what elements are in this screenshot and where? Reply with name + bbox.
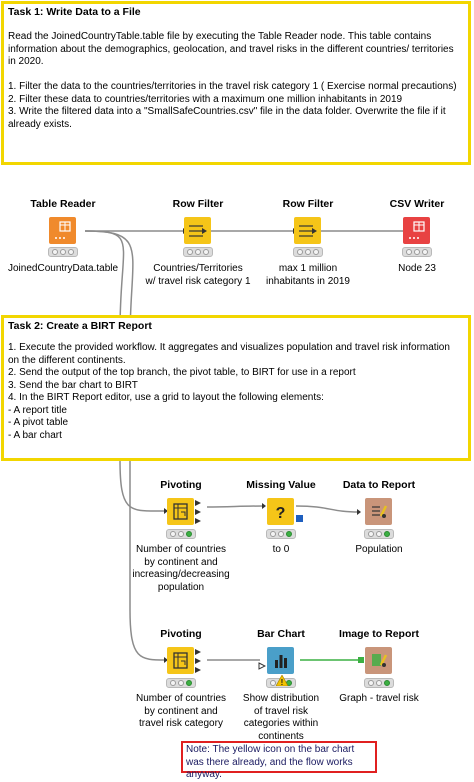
node-status-indicator	[166, 529, 196, 539]
bar-chart-icon	[267, 647, 294, 674]
model-output-port	[296, 515, 303, 522]
report-arrow-icon	[365, 498, 392, 525]
task2-body: 1. Execute the provided workflow. It agg…	[8, 342, 450, 441]
node-status-indicator	[266, 529, 296, 539]
table-grid-icon	[49, 217, 76, 244]
node-label: Show distribution of travel risk categor…	[242, 693, 320, 742]
node-title: Missing Value	[246, 479, 316, 491]
note-box: Note: The yellow icon on the bar chart w…	[181, 741, 377, 780]
output-ports	[195, 649, 201, 673]
pivot-table-icon	[167, 498, 194, 525]
node-label: max 1 million inhabitants in 2019	[266, 263, 350, 287]
node-title: Pivoting	[160, 479, 202, 491]
pivot-table-icon	[167, 647, 194, 674]
node-label: JoinedCountryData.table	[8, 263, 119, 274]
node-label: Number of countries by continent and inc…	[132, 544, 230, 593]
task2-title: Task 2: Create a BIRT Report	[8, 320, 152, 332]
node-title: Data to Report	[342, 479, 416, 491]
csv-table-icon	[403, 217, 430, 244]
node-label: Node 23	[398, 263, 436, 274]
node-title: Pivoting	[160, 628, 202, 640]
filter-arrow-icon	[184, 217, 211, 244]
filter-arrow-icon	[294, 217, 321, 244]
warning-icon: !	[276, 675, 288, 686]
node-label: Population	[355, 544, 403, 555]
node-status-indicator	[166, 678, 196, 688]
node-status-indicator	[364, 529, 394, 539]
node-title: Row Filter	[282, 198, 334, 210]
node-title: Row Filter	[172, 198, 224, 210]
question-mark-icon: ?	[267, 498, 294, 525]
wire-pivot1-to-missing	[206, 505, 265, 508]
node-title: CSV Writer	[389, 198, 445, 210]
node-label: to 0	[272, 544, 290, 555]
svg-text:?: ?	[276, 505, 286, 522]
task1-body: Read the JoinedCountryTable.table file b…	[8, 31, 457, 130]
input-port	[258, 662, 266, 670]
node-status-indicator	[183, 247, 213, 257]
task1-title: Task 1: Write Data to a File	[8, 6, 141, 18]
output-ports	[195, 500, 201, 524]
image-report-icon	[365, 647, 392, 674]
node-label: Countries/Territories w/ travel risk cat…	[145, 263, 251, 287]
node-status-indicator	[402, 247, 432, 257]
node-status-indicator	[364, 678, 394, 688]
node-status-indicator	[293, 247, 323, 257]
node-title: Image to Report	[339, 628, 419, 640]
node-label: Graph - travel risk	[339, 693, 419, 704]
task2-annotation[interactable]: Task 2: Create a BIRT Report 1. Execute …	[1, 315, 471, 461]
task1-annotation[interactable]: Task 1: Write Data to a File Read the Jo…	[1, 1, 471, 165]
wire-missing-to-report	[295, 505, 360, 513]
svg-text:!: !	[281, 678, 284, 686]
node-label: Number of countries by continent and tra…	[135, 693, 227, 729]
node-title: Bar Chart	[257, 628, 305, 640]
node-title: Table Reader	[30, 198, 96, 210]
node-status-indicator	[48, 247, 78, 257]
